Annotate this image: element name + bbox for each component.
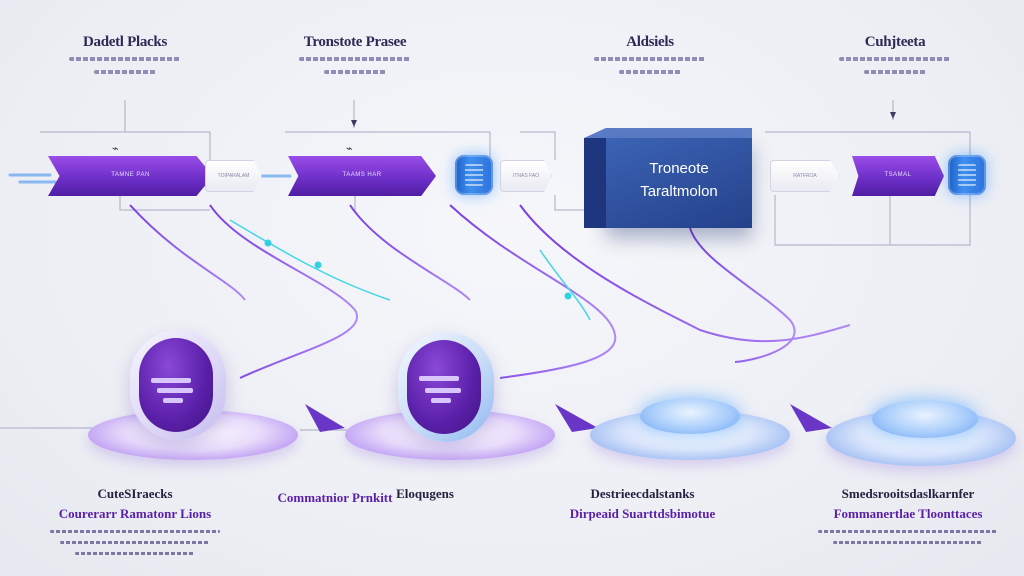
top-label-4-text: Cuhjteeta [864, 34, 926, 50]
bottom-label-1-title: CuteSIraecks [97, 486, 173, 501]
stage-1-pill-label: TAMNE PAN [111, 172, 150, 178]
bottom-label-2-subtitle: Commatnior Prnkitt [277, 490, 393, 505]
stage-2-pill: TAAMS HAR [288, 156, 436, 196]
bottom-label-5-title: Smedsrooitsdaslkarnfer [841, 486, 975, 501]
bottom-label-4-subtitle: Dirpeaid Suarttdsbimotue [569, 506, 716, 521]
connector-2: ITNAS FAO [500, 160, 552, 192]
top-label-1-text: Dadetl Placks [82, 34, 167, 50]
box-line-2: Taraltmolon [640, 183, 718, 200]
connector-1: TOIPARALAM [205, 160, 262, 192]
top-label-2: Tronstote Prasee [285, 34, 425, 74]
top-label-1: Dadetl Placks [55, 34, 195, 74]
bottom-label-3-title: Eloqugens [396, 486, 454, 501]
bottom-label-3: Eloqugens [380, 486, 470, 506]
stage-1-token [130, 330, 226, 440]
stage-4-cylinder [948, 155, 986, 195]
stage-4-disc [872, 400, 978, 438]
top-label-3: Aldsiels [580, 34, 720, 74]
transformation-box: Troneote Taraltmolon [584, 128, 752, 228]
bottom-label-1-subtitle: Courerarr Ramatonr Lions [58, 506, 212, 521]
bottom-label-4-title: Destrieecdalstanks [590, 486, 695, 501]
bottom-label-2: Commatnior Prnkitt [270, 486, 400, 506]
connector-2-label: ITNAS FAO [512, 173, 540, 179]
top-label-2-text: Tronstote Prasee [303, 34, 407, 50]
stage-2-pill-label: TAAMS HAR [342, 172, 382, 178]
box-line-1: Troneote [649, 160, 709, 177]
stage-1-pill: TAMNE PAN [48, 156, 213, 196]
bottom-label-1: CuteSIraecks Courerarr Ramatonr Lions [40, 486, 230, 555]
stage-4-pill-label: TSAMAL [884, 172, 912, 178]
stage-3-cylinder [455, 155, 493, 195]
connector-3: RATFROA [770, 160, 840, 192]
plug-icon: ⌁ [112, 143, 119, 155]
connector-1-label: TOIPARALAM [217, 173, 250, 179]
top-label-3-text: Aldsiels [626, 34, 674, 50]
stage-4-pill: TSAMAL [852, 156, 944, 196]
top-label-4: Cuhjteeta [825, 34, 965, 74]
connector-3-label: RATFROA [793, 173, 817, 179]
bottom-label-5-subtitle: Fommanertlae Tloonttaces [833, 506, 983, 521]
bottom-label-4: Destrieecdalstanks Dirpeaid Suarttdsbimo… [555, 486, 730, 522]
stage-2-token [398, 332, 494, 442]
plug-icon: ⌁ [346, 143, 353, 155]
bottom-label-5: Smedsrooitsdaslkarnfer Fommanertlae Tloo… [808, 486, 1008, 544]
stage-3-disc [640, 398, 740, 434]
